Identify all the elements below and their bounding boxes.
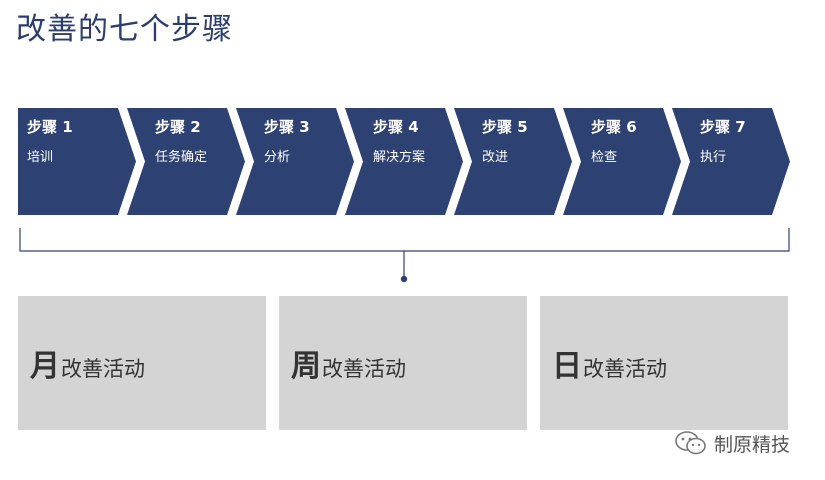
step-chevron — [454, 108, 572, 215]
step-chevron — [18, 108, 136, 215]
activity-label: 改善活动 — [583, 357, 667, 381]
step-4: 步骤 4 解决方案 — [373, 116, 425, 165]
step-chevron — [672, 108, 790, 215]
step-number: 步骤 3 — [264, 118, 310, 136]
step-2: 步骤 2 任务确定 — [155, 116, 207, 165]
step-chevron — [236, 108, 354, 215]
activity-box-weekly: 周 改善活动 — [279, 296, 527, 430]
activity-period: 周 — [291, 349, 321, 384]
step-chevron — [563, 108, 681, 215]
step-label: 解决方案 — [373, 150, 426, 165]
activity-label: 改善活动 — [61, 357, 145, 381]
step-number: 步骤 4 — [373, 118, 419, 136]
step-1: 步骤 1 培训 — [27, 116, 73, 165]
step-chevron — [127, 108, 245, 215]
activity-label: 改善活动 — [322, 357, 406, 381]
bracket-dot — [400, 275, 408, 283]
activity-box-monthly: 月 改善活动 — [18, 296, 266, 430]
step-label: 执行 — [700, 150, 727, 165]
step-label: 检查 — [591, 150, 618, 165]
page-title: 改善的七个步骤 — [16, 12, 233, 47]
step-7: 步骤 7 执行 — [700, 116, 746, 165]
step-chevron — [345, 108, 463, 215]
wechat-icon — [675, 431, 706, 455]
step-label: 培训 — [27, 150, 54, 165]
step-label: 分析 — [264, 150, 291, 165]
step-number: 步骤 5 — [482, 118, 528, 136]
activity-period: 月 — [30, 349, 60, 384]
step-5: 步骤 5 改进 — [482, 116, 528, 165]
bracket-line — [19, 228, 790, 252]
activity-box-daily: 日 改善活动 — [540, 296, 788, 430]
step-6: 步骤 6 检查 — [591, 116, 637, 165]
watermark: 制原精技 — [674, 428, 790, 458]
watermark-text: 制原精技 — [714, 433, 791, 456]
step-number: 步骤 1 — [27, 118, 73, 136]
activity-period: 日 — [552, 349, 582, 384]
step-label: 任务确定 — [155, 150, 208, 165]
step-label: 改进 — [482, 150, 509, 165]
step-number: 步骤 2 — [155, 118, 201, 136]
step-3: 步骤 3 分析 — [264, 116, 310, 165]
step-number: 步骤 6 — [591, 118, 637, 136]
step-number: 步骤 7 — [700, 118, 746, 136]
steps-diagram — [18, 108, 790, 283]
